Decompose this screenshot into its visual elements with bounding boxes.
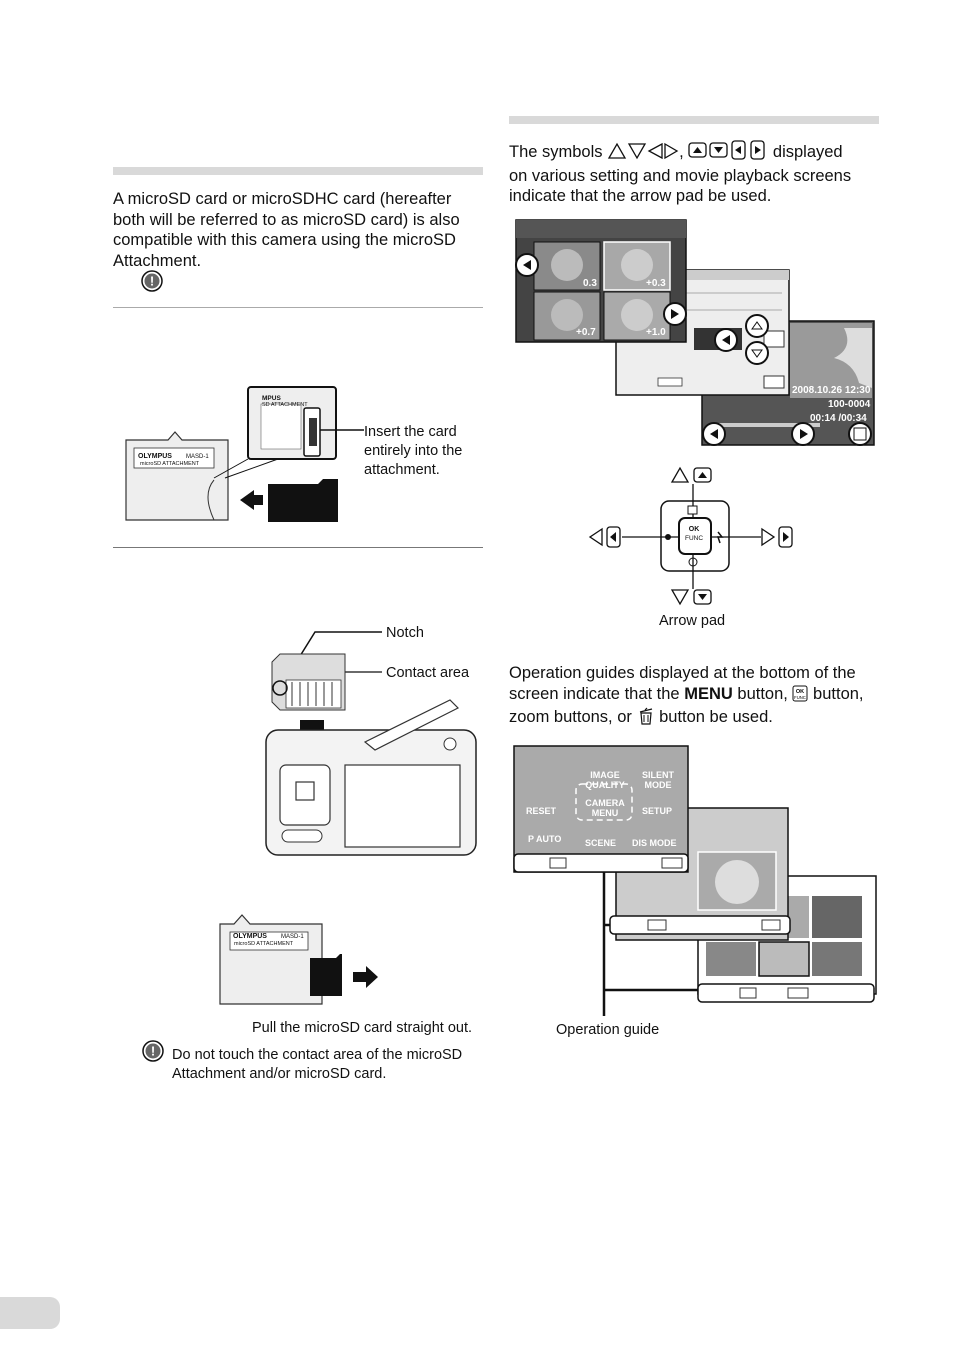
symbols-line3: indicate that the arrow pad be used. — [509, 187, 772, 205]
pull-card-caption: Pull the microSD card straight out. — [252, 1020, 473, 1036]
page-tab — [0, 1297, 60, 1329]
divider — [113, 307, 483, 308]
screen1-value-1: 0.3 — [583, 278, 597, 289]
screen-composite-2 — [512, 744, 878, 1044]
camera-card-illustration — [260, 630, 480, 860]
warning-text: Do not touch the contact area of the mic… — [172, 1047, 463, 1082]
contact-area-label: Contact area — [386, 665, 470, 681]
screen1-value-2: +0.3 — [646, 278, 666, 289]
menu-button-label: MENU — [684, 684, 733, 703]
menu-item-camera-menu: CAMERA MENU — [585, 798, 625, 818]
caution-icon: ! — [141, 270, 163, 297]
menu-item-p-auto: P AUTO — [528, 834, 562, 844]
guide-line3-b: button be used. — [659, 708, 773, 726]
adapter-type-2: microSD ATTACHMENT — [234, 941, 294, 947]
guide-line3-a: zoom buttons, or — [509, 708, 632, 726]
svg-text:FUNC: FUNC — [795, 695, 807, 700]
svg-text:!: ! — [151, 1044, 155, 1059]
func-label: FUNC — [684, 535, 704, 542]
divider-2 — [113, 547, 483, 548]
guide-line1: Operation guides displayed at the bottom… — [509, 664, 856, 682]
operation-guide-label: Operation guide — [556, 1022, 660, 1038]
symbols-suffix: displayed — [772, 143, 843, 161]
insert-card-label: Insert the card entirely into the attach… — [364, 424, 463, 478]
section-header-bar-left — [113, 167, 483, 175]
arrow-outline-icons — [607, 142, 679, 166]
screen1-value-3: +0.7 — [576, 327, 596, 338]
arrow-pad-diagram — [586, 466, 800, 606]
adapter-brand-partial: MPUS — [262, 395, 281, 402]
adapter-model-2: MASD-1 — [281, 934, 304, 940]
screen3-time: 00:14 /00:34 — [810, 413, 867, 424]
symbols-line2: on various setting and movie playback sc… — [509, 166, 852, 185]
guide-line2-a: screen indicate that the — [509, 684, 680, 703]
adapter-model-1: MASD-1 — [186, 454, 209, 460]
adapter-insert-illustration — [118, 380, 368, 530]
screen-composite-1 — [514, 218, 876, 448]
notch-label: Notch — [386, 625, 424, 641]
symbols-paragraph: The symbols , displayed on various setti… — [509, 140, 879, 207]
screen1-value-4: +1.0 — [646, 327, 666, 338]
svg-text:!: ! — [150, 274, 154, 289]
menu-item-dis-mode: DIS MODE — [632, 838, 677, 848]
operation-guides-paragraph: Operation guides displayed at the bottom… — [509, 663, 881, 731]
guide-line2-b: button, — [737, 684, 788, 703]
svg-text:OK: OK — [796, 689, 804, 695]
guide-line2-c: button, — [813, 684, 864, 703]
arrow-pad-label: Arrow pad — [659, 613, 726, 629]
intro-paragraph: A microSD card or microSDHC card (hereaf… — [113, 190, 460, 270]
section-header-bar-right — [509, 116, 879, 124]
symbols-prefix: The symbols — [509, 143, 603, 161]
arrow-key-icons — [688, 140, 768, 166]
menu-item-scene: SCENE — [585, 838, 617, 848]
adapter-remove-illustration — [218, 912, 388, 1007]
menu-item-image-quality: IMAGE QUALITY — [585, 770, 625, 790]
adapter-brand-2: OLYMPUS — [233, 933, 267, 940]
screen3-date: 2008.10.26 12:30 — [792, 385, 871, 396]
trash-icon — [637, 707, 655, 731]
caution-icon-2: ! — [142, 1040, 164, 1067]
screen3-file: 100-0004 — [828, 399, 871, 410]
menu-item-silent-mode: SILENT MODE — [641, 770, 674, 790]
adapter-type-1: microSD ATTACHMENT — [140, 461, 200, 467]
adapter-brand-1: OLYMPUS — [138, 453, 172, 460]
adapter-type-partial: SD ATTACHMENT — [262, 402, 308, 408]
menu-item-setup: SETUP — [642, 806, 673, 816]
ok-label: OK — [688, 526, 700, 533]
menu-item-reset: RESET — [526, 806, 557, 816]
